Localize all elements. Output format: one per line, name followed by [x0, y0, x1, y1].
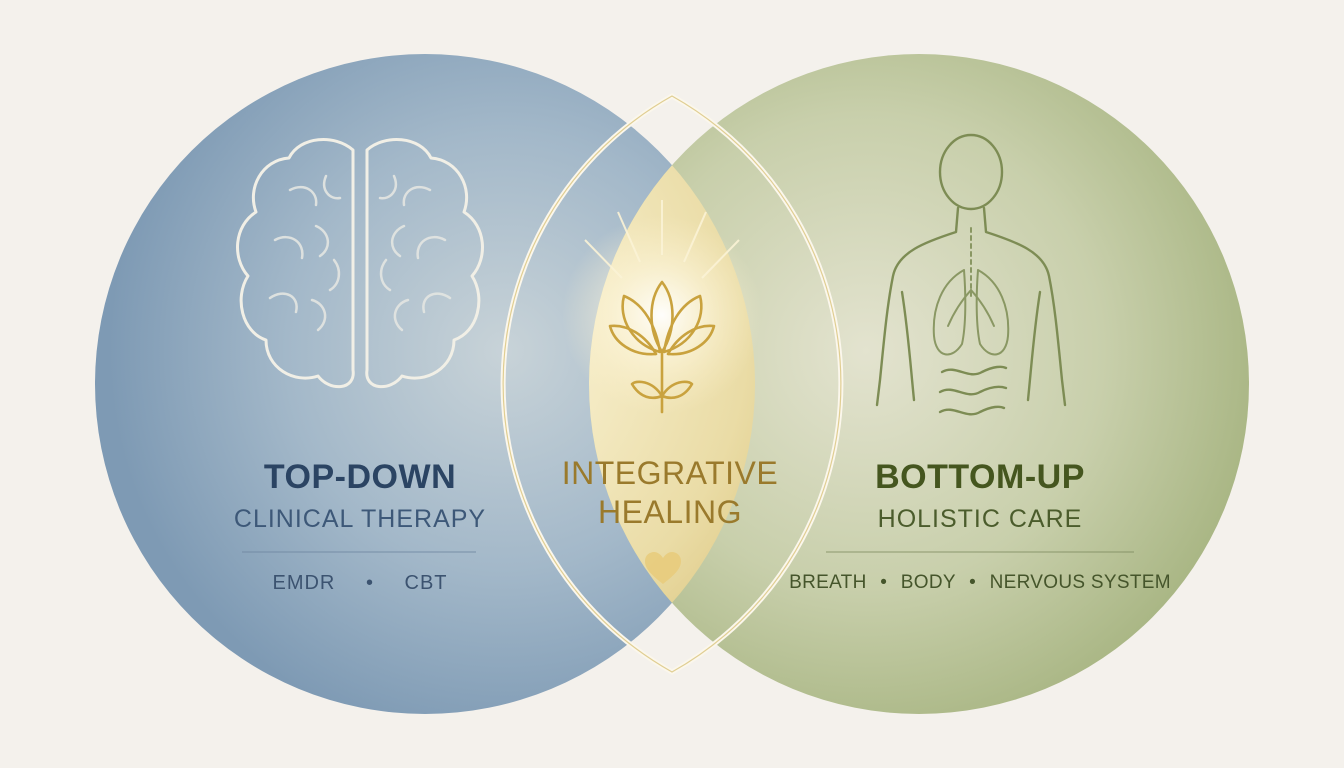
clinical-therapy-subtitle: CLINICAL THERAPY: [233, 505, 487, 533]
light-rays: [584, 200, 740, 279]
bullet-separator: •: [880, 572, 888, 593]
human-body-icon: [875, 133, 1067, 416]
item-nervous-system: NERVOUS SYSTEM: [989, 572, 1171, 593]
integrative-title: INTEGRATIVE: [561, 455, 779, 491]
bullet-separator: •: [969, 572, 977, 593]
holistic-care-subtitle: HOLISTIC CARE: [877, 505, 1083, 533]
heart-icon: [645, 552, 681, 584]
item-cbt: CBT: [404, 572, 448, 594]
item-body: BODY: [900, 572, 956, 593]
top-down-title: TOP-DOWN: [263, 458, 457, 496]
lotus-icon: [608, 280, 716, 414]
brain-icon: [236, 138, 484, 389]
item-emdr: EMDR: [272, 572, 336, 594]
left-circle: [95, 54, 755, 714]
right-circle: [589, 54, 1249, 714]
bottom-up-title: BOTTOM-UP: [875, 458, 1085, 496]
left-items: EMDR • CBT: [160, 572, 560, 595]
right-items: BREATH • BODY • NERVOUS SYSTEM: [780, 572, 1180, 594]
item-breath: BREATH: [789, 572, 867, 593]
healing-title: HEALING: [598, 494, 742, 530]
bullet-separator: •: [365, 572, 374, 594]
